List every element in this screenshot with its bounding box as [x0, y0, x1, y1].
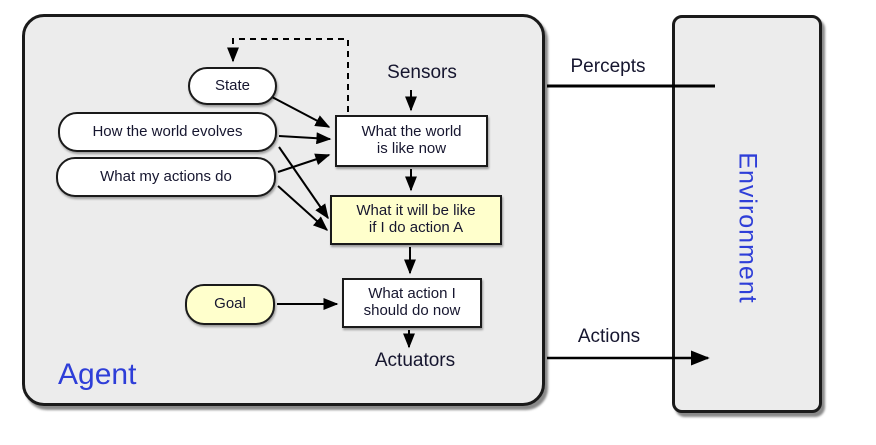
node-action-choice: What action I should do now	[342, 278, 482, 328]
node-state-label: State	[214, 76, 251, 94]
node-world-now: What the world is like now	[335, 115, 488, 167]
node-what-my-actions-do: What my actions do	[56, 157, 276, 197]
actions-label: Actions	[577, 326, 641, 347]
node-how-world-evolves: How the world evolves	[58, 112, 277, 152]
environment-title: Environment	[733, 152, 762, 304]
node-state: State	[188, 67, 277, 105]
node-goal-label: Goal	[214, 295, 246, 313]
agent-title: Agent	[58, 358, 137, 391]
percepts-label: Percepts	[570, 56, 646, 77]
node-world-now-line2: is like now	[376, 140, 447, 157]
node-world-now-line1: What the world	[361, 123, 462, 141]
sensors-label: Sensors	[387, 62, 457, 83]
node-future-prediction: What it will be like if I do action A	[330, 195, 502, 245]
node-action-choice-line1: What action I	[368, 285, 456, 303]
node-what-my-actions-do-label: What my actions do	[100, 167, 232, 185]
environment-box	[672, 15, 822, 413]
node-goal: Goal	[185, 284, 275, 325]
node-future-prediction-line2: if I do action A	[368, 219, 464, 236]
node-future-prediction-line1: What it will be like	[356, 202, 476, 220]
node-action-choice-line2: should do now	[363, 302, 461, 319]
actuators-label: Actuators	[374, 350, 456, 371]
node-how-world-evolves-label: How the world evolves	[92, 122, 243, 140]
